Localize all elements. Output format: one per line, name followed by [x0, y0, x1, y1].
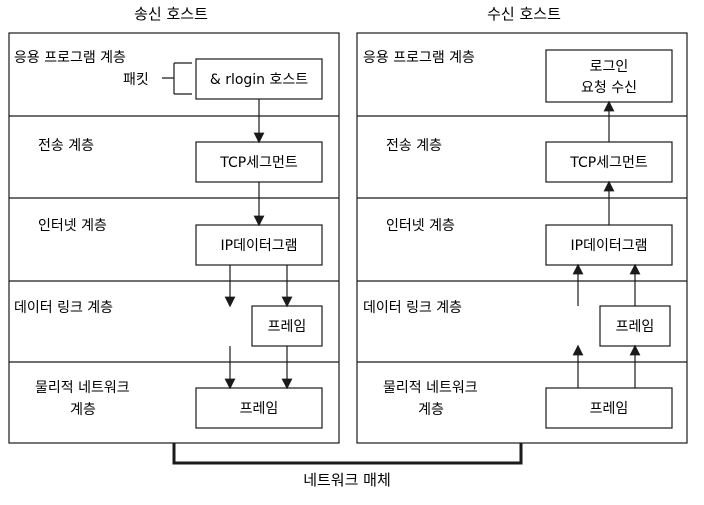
receiver-box-application: 로그인 요청 수신	[545, 49, 673, 103]
sender-arrows	[224, 99, 293, 390]
receiver-host-title: 수신 호스트	[487, 5, 561, 23]
receiver-box-transport: TCP세그먼트	[545, 141, 673, 183]
svg-text:IP데이터그램: IP데이터그램	[571, 238, 648, 254]
sender-box-application: & rlogin 호스트	[195, 58, 323, 100]
sender-layer-application: 응용 프로그램 계층	[14, 50, 126, 66]
sender-layer-physical-line2: 계층	[70, 402, 96, 418]
network-media-link	[172, 443, 523, 465]
sender-box-internet: IP데이터그램	[195, 224, 323, 266]
receiver-layer-internet: 인터넷 계층	[386, 218, 455, 234]
sender-layer-transport: 전송 계층	[38, 138, 94, 154]
receiver-layer-physical-line2: 계층	[418, 402, 444, 418]
receiver-layer-transport: 전송 계층	[386, 138, 442, 154]
sender-layer-physical-line1: 물리적 네트워크	[35, 380, 130, 396]
receiver-arrows	[572, 100, 641, 388]
svg-text:프레임: 프레임	[590, 401, 629, 417]
receiver-layer-physical-line1: 물리적 네트워크	[383, 380, 478, 396]
svg-text:프레임: 프레임	[616, 319, 655, 335]
network-media-label: 네트워크 매체	[303, 471, 391, 489]
svg-text:프레임: 프레임	[240, 401, 279, 417]
sender-packet-bracket	[162, 62, 192, 95]
sender-box-physical: 프레임	[195, 387, 323, 429]
sender-host-title: 송신 호스트	[134, 5, 208, 23]
sender-layer-datalink: 데이터 링크 계층	[14, 300, 113, 316]
receiver-box-datalink: 프레임	[599, 305, 671, 347]
sender-box-transport: TCP세그먼트	[195, 141, 323, 183]
svg-text:프레임: 프레임	[268, 319, 307, 335]
sender-box-datalink: 프레임	[251, 305, 323, 347]
svg-text:로그인: 로그인	[590, 59, 629, 75]
svg-text:& rlogin 호스트: & rlogin 호스트	[210, 72, 308, 88]
svg-text:TCP세그먼트: TCP세그먼트	[569, 155, 648, 171]
receiver-host-panel	[356, 32, 688, 444]
svg-text:TCP세그먼트: TCP세그먼트	[219, 155, 298, 171]
receiver-layer-application: 응용 프로그램 계층	[363, 50, 475, 66]
svg-text:IP데이터그램: IP데이터그램	[221, 238, 298, 254]
receiver-layer-datalink: 데이터 링크 계층	[363, 300, 462, 316]
svg-text:요청 수신: 요청 수신	[581, 80, 637, 96]
sender-layer-internet: 인터넷 계층	[38, 218, 107, 234]
receiver-box-physical: 프레임	[545, 387, 673, 429]
receiver-box-internet: IP데이터그램	[545, 224, 673, 266]
sender-packet-label: 패킷	[123, 72, 149, 88]
